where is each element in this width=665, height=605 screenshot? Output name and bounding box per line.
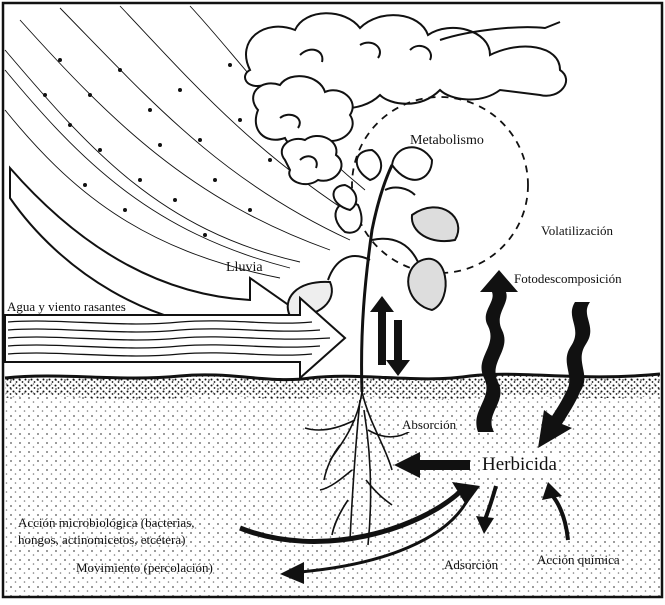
label-absorcion: Absorción bbox=[402, 418, 456, 432]
label-metabolismo: Metabolismo bbox=[410, 133, 484, 148]
label-fotodescomposicion: Fotodescomposición bbox=[514, 272, 622, 286]
label-lluvia: Lluvia bbox=[226, 260, 263, 275]
label-herbicida: Herbicida bbox=[482, 455, 557, 476]
label-accion-microbiologica-2: hongos, actinomicetos, etcétera) bbox=[18, 533, 186, 547]
label-accion-microbiologica-1: Acción microbiológica (bacterias, bbox=[18, 516, 195, 530]
label-adsorcion: Adsorción bbox=[444, 558, 498, 572]
label-volatilizacion: Volatilización bbox=[541, 224, 613, 238]
label-movimiento: Movimiento (percolación) bbox=[76, 561, 213, 575]
label-accion-quimica: Acción química bbox=[537, 553, 620, 567]
label-agua-viento: Agua y viento rasantes bbox=[7, 300, 126, 314]
